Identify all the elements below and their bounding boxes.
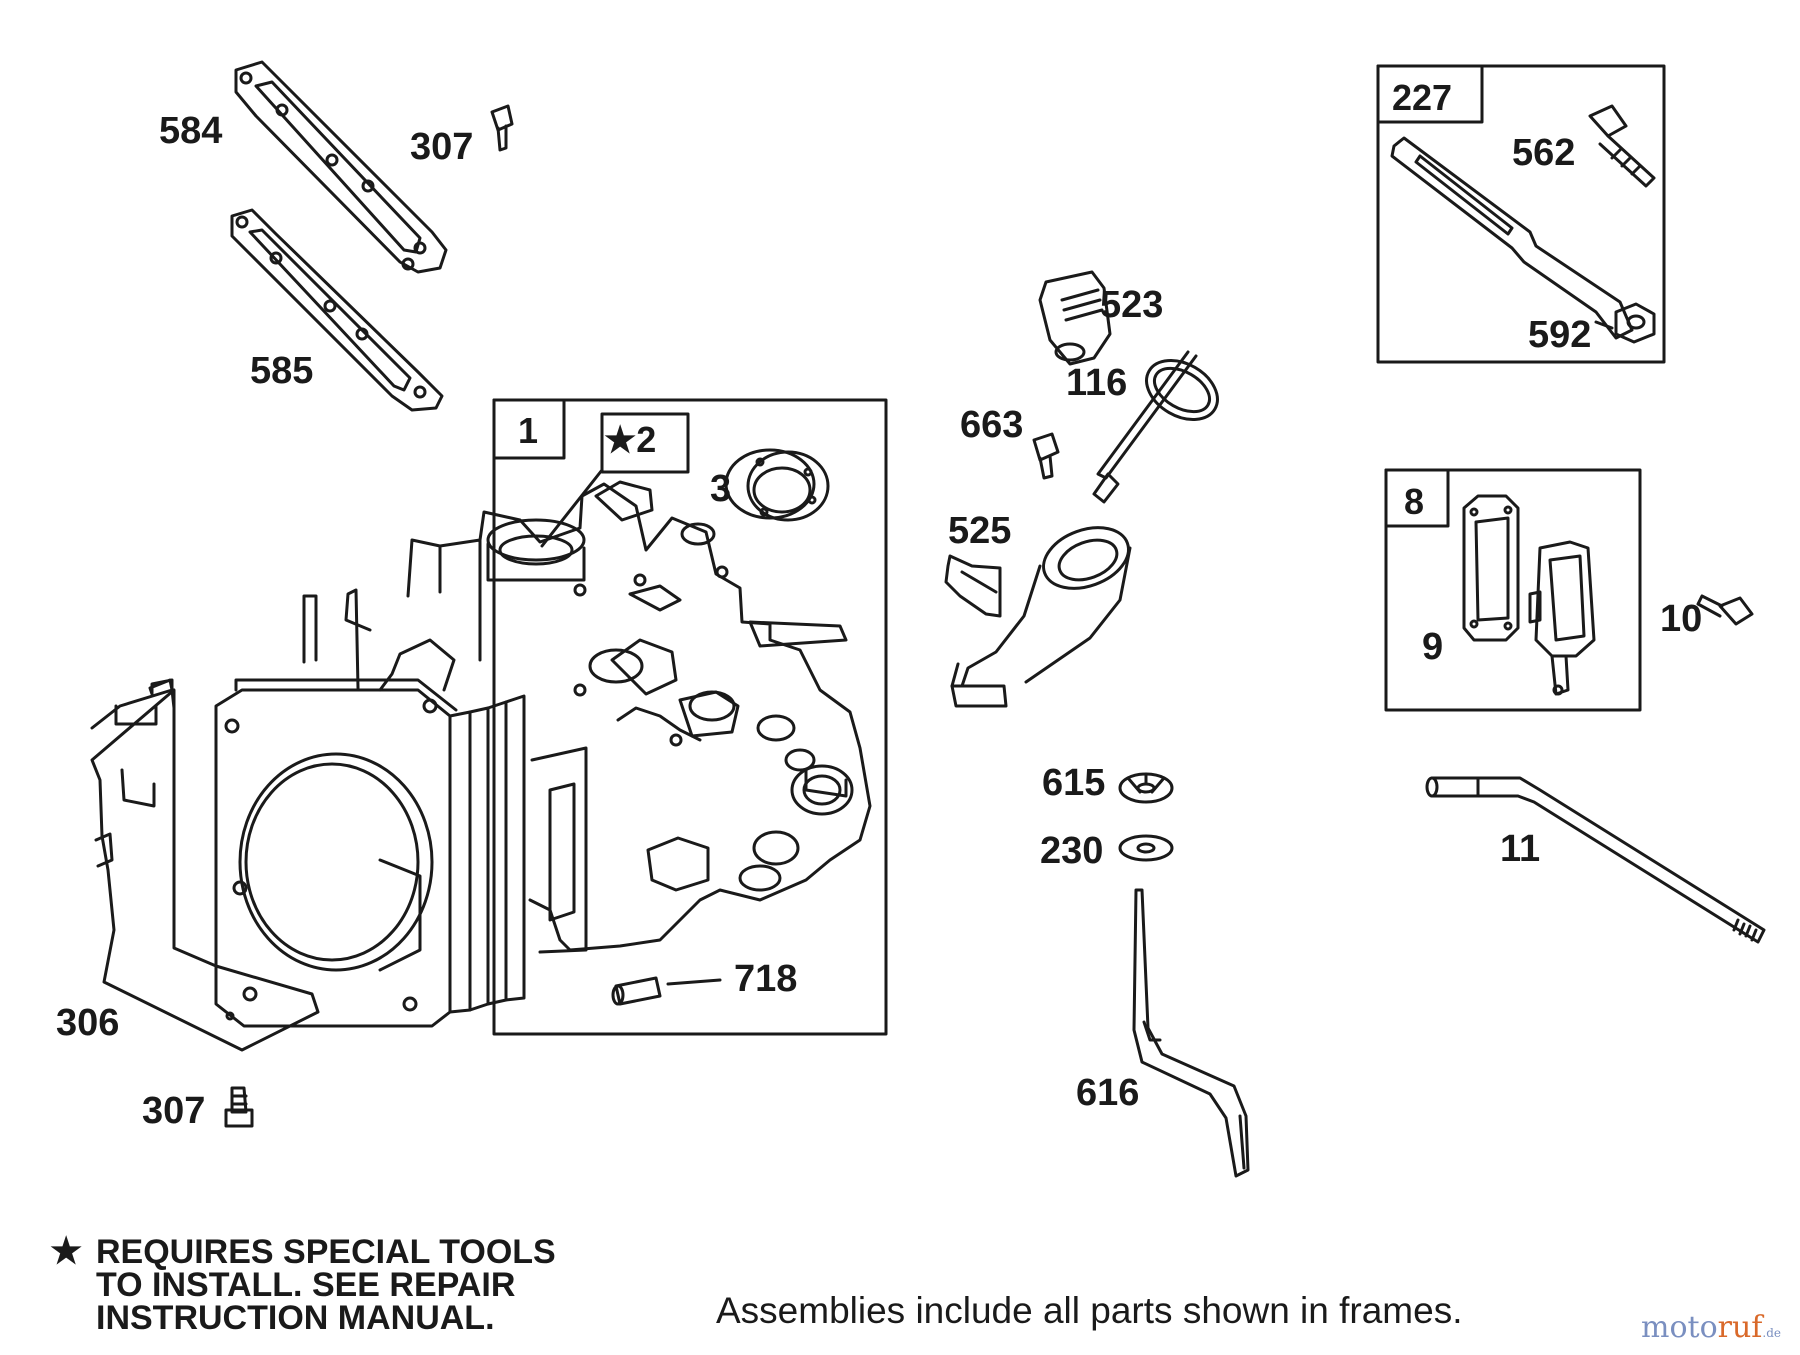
frame-227	[1376, 64, 1666, 364]
label-307-bottom: 307	[142, 1090, 206, 1132]
bolt-307-top-drawing	[490, 104, 514, 152]
dowel-pin-718-drawing	[611, 976, 722, 1006]
label-525: 525	[948, 510, 1012, 552]
label-616: 616	[1076, 1072, 1140, 1114]
dipstick-cap-523-drawing	[1038, 270, 1112, 366]
label-frame-227: 227	[1392, 77, 1453, 118]
watermark-logo: motoruf.de	[1641, 1310, 1781, 1345]
link-616-drawing	[1132, 888, 1250, 1178]
label-562: 562	[1512, 132, 1576, 174]
label-230: 230	[1040, 830, 1104, 872]
oring-116-drawing	[1092, 350, 1219, 504]
frame-8	[1384, 468, 1642, 712]
nut-592-drawing	[1614, 302, 1656, 344]
label-11: 11	[1500, 828, 1541, 870]
note-line-1: REQUIRES SPECIAL TOOLS	[96, 1233, 556, 1271]
gasket-585-drawing	[230, 208, 444, 412]
gasket-9-drawing	[1462, 494, 1520, 642]
watermark-part2: ruf	[1717, 1310, 1763, 1345]
label-307-top: 307	[410, 126, 474, 168]
assemblies-note: Assemblies include all parts shown in fr…	[716, 1290, 1463, 1331]
label-116: 116	[1066, 362, 1128, 404]
screw-663-drawing	[1032, 432, 1060, 480]
lever-227-drawing	[1390, 136, 1634, 340]
tube-11-drawing	[1425, 776, 1766, 944]
label-585: 585	[250, 350, 314, 392]
screw-10-drawing	[1696, 594, 1754, 626]
cylinder-block-drawing	[214, 480, 872, 1028]
washer-230-drawing	[1118, 834, 1174, 862]
breather-cover-drawing	[1528, 540, 1596, 696]
seal-3-drawing	[724, 448, 830, 522]
label-frame-8: 8	[1404, 481, 1425, 522]
watermark-part1: moto	[1641, 1310, 1718, 1345]
label-2-special-tool: ★2	[604, 419, 657, 460]
label-frame-1: 1	[518, 410, 539, 451]
watermark-part3: .de	[1762, 1326, 1782, 1340]
bolt-307-bottom-drawing	[224, 1086, 254, 1128]
label-718: 718	[734, 958, 798, 1000]
star-icon: ★	[50, 1230, 83, 1271]
label-306: 306	[56, 1002, 120, 1044]
label-592: 592	[1528, 314, 1592, 356]
frame-1	[492, 398, 888, 1036]
label-615: 615	[1042, 762, 1106, 804]
gasket-584-drawing	[234, 60, 448, 274]
bolt-562-drawing	[1588, 104, 1656, 188]
note-line-3: INSTRUCTION MANUAL.	[96, 1299, 495, 1337]
label-523: 523	[1100, 284, 1164, 326]
air-guide-306-drawing	[90, 678, 320, 1052]
dipstick-tube-525-drawing	[944, 526, 1132, 708]
note-line-2: TO INSTALL. SEE REPAIR	[96, 1266, 516, 1304]
label-10: 10	[1660, 598, 1703, 640]
label-584: 584	[159, 110, 223, 152]
label-663: 663	[960, 404, 1024, 446]
washer-615-drawing	[1118, 772, 1174, 804]
label-3: 3	[710, 468, 732, 510]
label-9: 9	[1422, 626, 1444, 668]
